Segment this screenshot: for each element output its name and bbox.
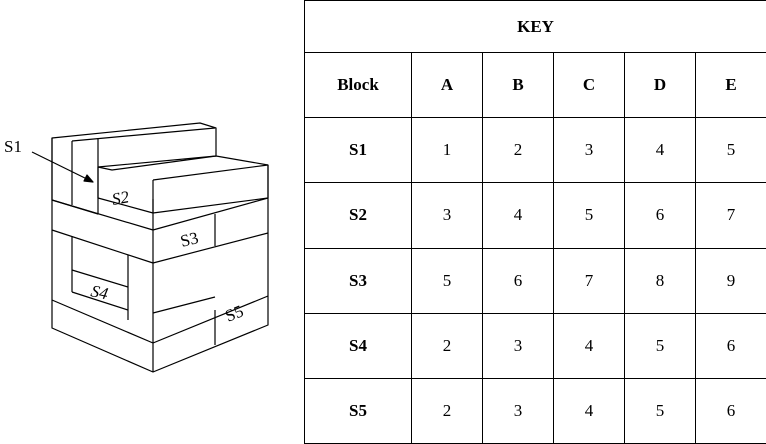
row-label: S4: [304, 312, 412, 379]
course-line-3b: [152, 295, 269, 344]
table-cell: 6: [624, 182, 696, 249]
s4-bottom-edge: [71, 291, 129, 311]
s2-top-edge: [152, 164, 269, 181]
table-cell: 3: [482, 312, 554, 379]
row-label: S1: [304, 117, 412, 184]
block-stack-figure: S1 S2 S3 S4 S5: [0, 0, 300, 444]
table-cell: 2: [411, 377, 483, 444]
table-cell: 6: [482, 247, 554, 314]
block-stack-drawing: S1 S2 S3 S4 S5: [4, 122, 269, 373]
column-header-c: C: [553, 52, 625, 119]
key-title-row: KEY: [303, 0, 766, 54]
table-row: S1 1 2 3 4 5: [304, 117, 766, 184]
column-header-d: D: [624, 52, 696, 119]
table-cell: 7: [694, 182, 766, 249]
table-cell: 1: [411, 117, 483, 184]
row-label: S2: [304, 182, 412, 249]
table-cell: 2: [411, 312, 483, 379]
table-cell: 5: [624, 312, 696, 379]
s1-arrow-head: [83, 174, 94, 183]
table-cell: 3: [411, 182, 483, 249]
table-cell: 6: [694, 377, 766, 444]
key-title: KEY: [303, 0, 766, 54]
s1-slab: [71, 138, 99, 205]
key-header-row: Block A B C D E: [304, 52, 766, 119]
table-cell: 7: [553, 247, 625, 314]
table-cell: 9: [694, 247, 766, 314]
course-line-1: [51, 199, 154, 231]
table-cell: 6: [694, 312, 766, 379]
label-s5: S5: [222, 301, 246, 325]
top-block: [51, 122, 217, 215]
s4-top-edge: [71, 269, 129, 288]
course-line-3: [51, 299, 154, 344]
row-label: S5: [304, 377, 412, 444]
course-line-2: [51, 229, 154, 264]
table-cell: 4: [553, 312, 625, 379]
s1-arrow-line: [31, 151, 94, 183]
key-table: KEY Block A B C D E S1 1 2 3 4 5 S2 3 4 …: [303, 0, 766, 444]
column-header-b: B: [482, 52, 554, 119]
label-s3: S3: [178, 228, 200, 251]
column-header-block: Block: [304, 52, 412, 119]
table-row: S3 5 6 7 8 9: [304, 247, 766, 314]
label-s4: S4: [89, 281, 110, 303]
key-table-container: KEY Block A B C D E S1 1 2 3 4 5 S2 3 4 …: [303, 0, 766, 444]
table-cell: 5: [694, 117, 766, 184]
s5-top-edge: [152, 296, 216, 314]
label-s2: S2: [110, 187, 131, 209]
table-cell: 4: [482, 182, 554, 249]
label-s1: S1: [4, 137, 22, 156]
body-outline: [51, 165, 269, 373]
column-header-a: A: [411, 52, 483, 119]
table-row: S2 3 4 5 6 7: [304, 182, 766, 249]
row-label: S3: [304, 247, 412, 314]
course-line-1b: [152, 197, 269, 231]
table-cell: 5: [411, 247, 483, 314]
table-cell: 5: [553, 182, 625, 249]
table-cell: 8: [624, 247, 696, 314]
course-line-2b: [152, 232, 269, 264]
table-row: S4 2 3 4 5 6: [304, 312, 766, 379]
table-cell: 4: [624, 117, 696, 184]
table-cell: 3: [553, 117, 625, 184]
table-cell: 3: [482, 377, 554, 444]
table-cell: 2: [482, 117, 554, 184]
table-cell: 5: [624, 377, 696, 444]
table-row: S5 2 3 4 5 6: [304, 377, 766, 444]
column-header-e: E: [694, 52, 766, 119]
table-cell: 4: [553, 377, 625, 444]
top-block-line: [71, 127, 216, 142]
